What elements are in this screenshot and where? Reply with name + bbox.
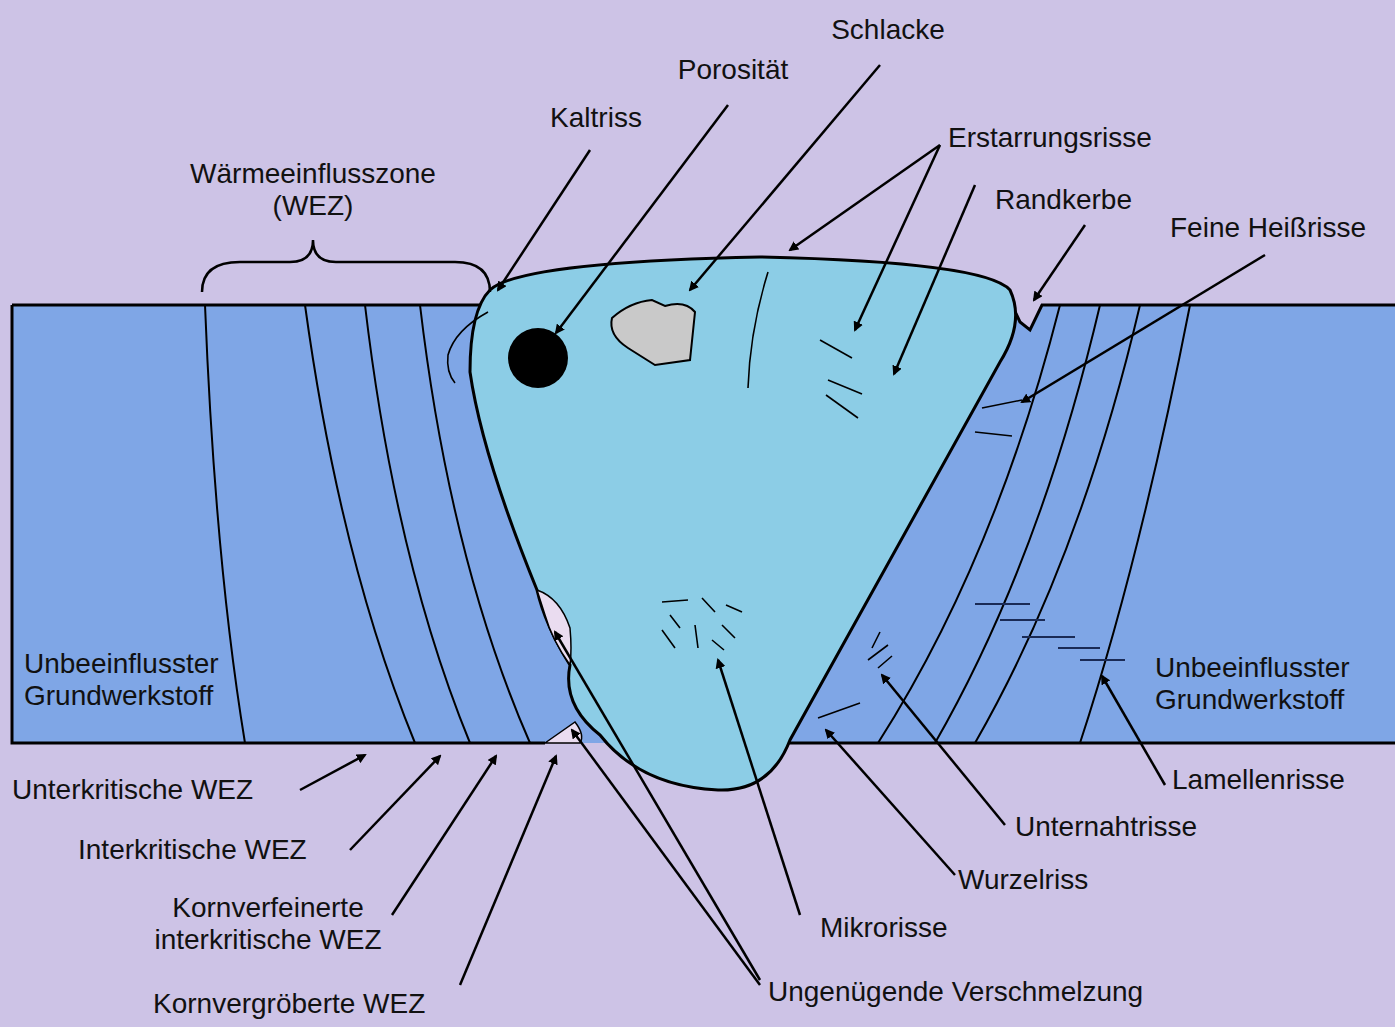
fine-grain-haz-label: Kornverfeinerte interkritische WEZ	[118, 892, 418, 956]
coarse-grain-haz-label: Kornvergröberte WEZ	[153, 988, 425, 1020]
pore	[508, 328, 568, 388]
microcrack-label: Mikrorisse	[820, 912, 948, 944]
haz-label: Wärmeeinflusszone (WEZ)	[163, 158, 463, 222]
lamellar-crack-label: Lamellenrisse	[1172, 764, 1345, 796]
haz-bracket	[202, 240, 490, 292]
porosity-label: Porosität	[678, 54, 789, 86]
lamellar-cracks	[975, 604, 1125, 660]
slag-inclusion	[611, 300, 695, 365]
lack-of-fusion-label: Ungenügende Verschmelzung	[768, 976, 1143, 1008]
leader-lines	[300, 65, 1265, 985]
intercritical-haz-label: Interkritische WEZ	[78, 834, 307, 866]
slag-label: Schlacke	[831, 14, 945, 46]
cold-crack-label: Kaltriss	[550, 102, 642, 134]
base-metal-label: Unbeeinflusster Grundwerkstoff	[24, 648, 274, 712]
solidification-crack-label: Erstarrungsrisse	[948, 122, 1152, 154]
lack-of-fusion	[545, 722, 582, 743]
undercut-label: Randkerbe	[995, 184, 1132, 216]
root-crack-label: Wurzelriss	[958, 864, 1088, 896]
subcritical-haz-label: Unterkritische WEZ	[12, 774, 253, 806]
hot-crack-label: Feine Heißrisse	[1170, 212, 1366, 244]
underbead-crack-label: Unternahtrisse	[1015, 811, 1197, 843]
weld-bead	[470, 257, 1016, 790]
lack-of-fusion	[537, 590, 571, 665]
base-metal-label: Unbeeinflusster Grundwerkstoff	[1155, 652, 1390, 716]
cracks	[448, 272, 1022, 718]
